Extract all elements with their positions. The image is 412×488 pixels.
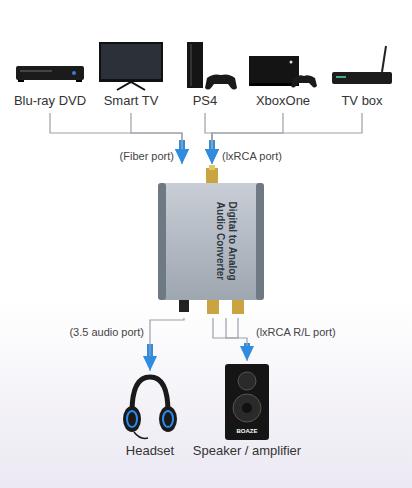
device-label: TV box — [324, 93, 400, 109]
bluray-player-icon — [12, 40, 88, 92]
game-console: XboxOne — [245, 40, 321, 109]
smart-tv: Smart TV — [93, 40, 169, 109]
port-label: (lxRCA R/L port) — [256, 326, 336, 339]
brand-label: BOAZE — [236, 428, 257, 435]
converter-drawing — [158, 165, 264, 318]
speaker: Speaker / amplifier — [193, 362, 301, 459]
port-label: (lxRCA port) — [222, 150, 282, 163]
device-label: Headset — [120, 443, 180, 459]
bluray-player: Blu-ray DVD — [12, 40, 88, 109]
port-label: (3.5 audio port) — [69, 326, 144, 339]
device-label: XboxOne — [245, 93, 321, 109]
connector-line — [50, 113, 182, 164]
connector-line — [150, 318, 184, 371]
device-label: Speaker / amplifier — [193, 443, 301, 459]
game-console-icon — [167, 40, 243, 92]
tv-box: TV box — [324, 40, 400, 109]
connector-line — [205, 113, 212, 164]
port-label: (Fiber port) — [120, 150, 174, 163]
device-label: Blu-ray DVD — [12, 93, 88, 109]
connector-line — [212, 113, 362, 164]
connector-line — [212, 113, 283, 164]
game-console-icon — [245, 40, 321, 92]
headset-icon — [120, 372, 180, 442]
tv-box-icon — [324, 40, 400, 92]
device-label: PS4 — [167, 93, 243, 109]
converter-box: Digital to Analog Audio Converter — [158, 165, 264, 318]
device-label: Smart TV — [93, 93, 169, 109]
game-console: PS4 — [167, 40, 243, 109]
connector-line — [226, 318, 247, 361]
headset: Headset — [120, 372, 180, 459]
smart-tv-icon — [93, 40, 169, 92]
device-title: Digital to Analog Audio Converter — [214, 189, 238, 293]
